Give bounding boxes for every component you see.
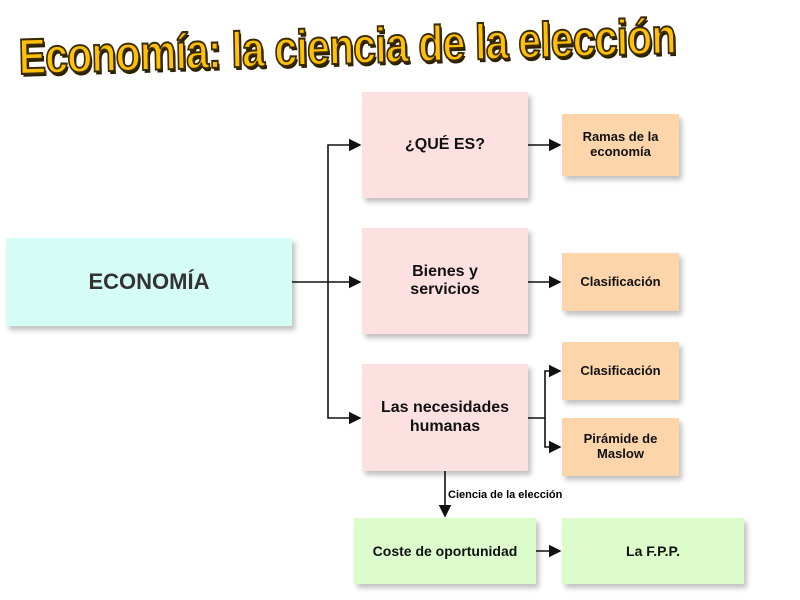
node-clasificacion-bienes: Clasificación	[562, 253, 679, 311]
edge-necesidades-clasif	[528, 364, 562, 419]
node-ramas: Ramas de la economía	[562, 114, 679, 176]
node-economia: ECONOMÍA	[6, 238, 292, 326]
edge-necesidades-maslow	[544, 418, 562, 454]
node-maslow: Pirámide de Maslow	[562, 418, 679, 476]
node-necesidades: Las necesidades humanas	[362, 364, 528, 471]
edge-economia-necesidades	[327, 282, 362, 425]
node-fpp: La F.P.P.	[562, 518, 744, 584]
node-que-es: ¿QUÉ ES?	[362, 92, 528, 198]
edge-economia-quees	[327, 138, 362, 282]
node-coste-oportunidad: Coste de oportunidad	[354, 518, 536, 584]
node-clasificacion-necesidades: Clasificación	[562, 342, 679, 400]
edge-label: Ciencia de la elección	[448, 489, 563, 501]
node-bienes: Bienes y servicios	[362, 228, 528, 334]
